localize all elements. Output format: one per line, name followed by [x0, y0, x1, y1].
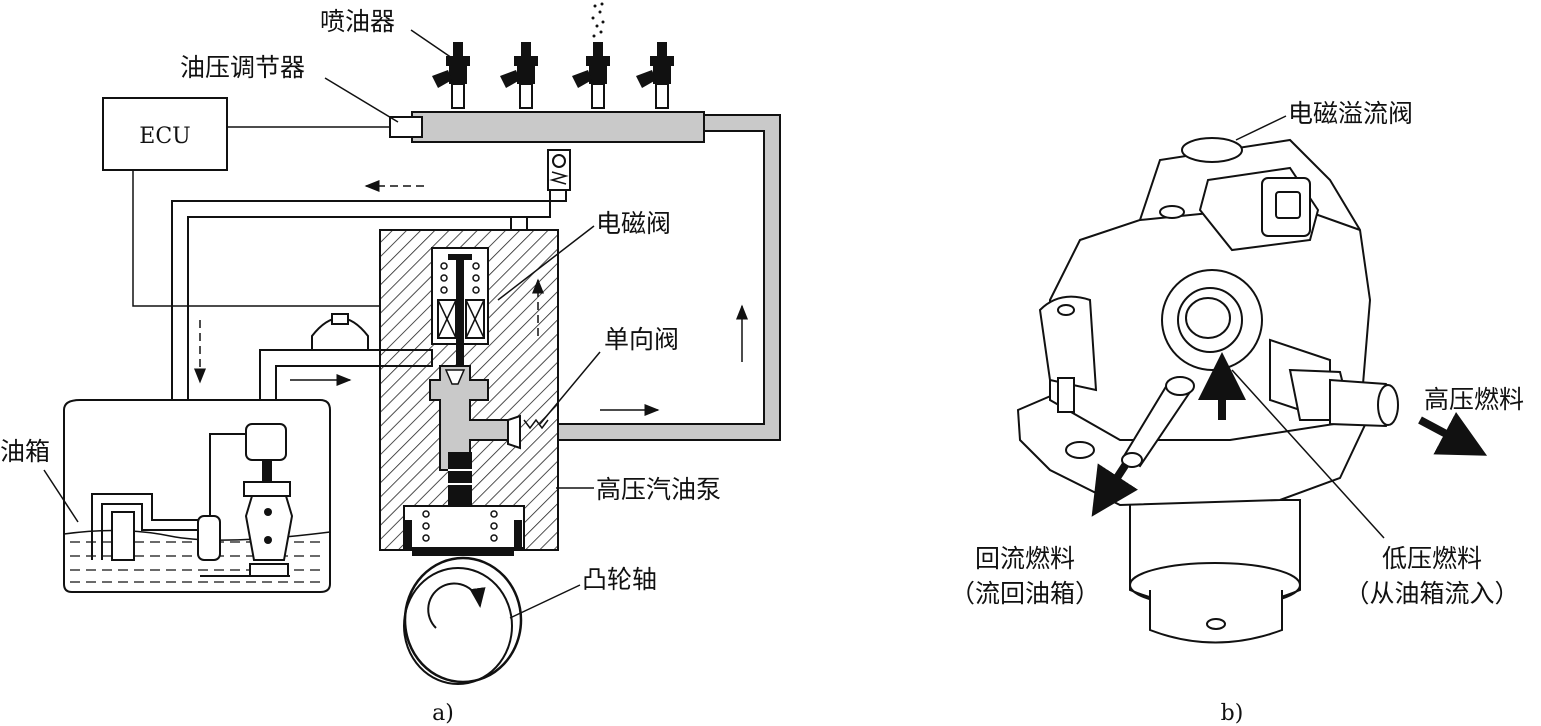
injectors [432, 2, 674, 109]
high-pressure-pump [379, 229, 559, 556]
rail-check-valve [547, 149, 571, 191]
injector-3 [572, 2, 610, 109]
solenoid-valve-label: 电磁阀 [596, 209, 671, 238]
part-a: ECU [0, 2, 781, 726]
low-pressure-fuel-label: 低压燃料 [1382, 544, 1482, 573]
pump-illustration [1016, 137, 1399, 644]
ecu-solenoid-wire [132, 170, 432, 307]
flow-arrows-b [1091, 352, 1488, 517]
injector-4 [636, 42, 674, 109]
injector-2 [500, 42, 538, 109]
ecu-label: ECU [139, 124, 190, 149]
caption-b: b) [1221, 701, 1244, 726]
low-pressure-fuel-note: （从油箱流入） [1344, 579, 1519, 608]
return-fuel-note: （流回油箱） [950, 579, 1100, 608]
spill-valve-label: 电磁溢流阀 [1288, 99, 1413, 128]
pressure-regulator-label: 油压调节器 [180, 53, 305, 82]
injector-1 [432, 42, 470, 109]
part-b: 电磁溢流阀 高压燃料 回流燃料 （流回油箱） 低压燃料 （从油箱流入） b) [950, 99, 1524, 726]
fuel-tank [63, 399, 331, 593]
check-valve-label: 单向阀 [604, 325, 679, 354]
flow-arrows [194, 180, 748, 416]
injector-label: 喷油器 [320, 7, 395, 36]
low-pressure-line [259, 349, 433, 428]
camshaft [403, 556, 523, 685]
fuel-rail [389, 111, 705, 143]
return-fuel-label: 回流燃料 [975, 544, 1075, 573]
camshaft-label: 凸轮轴 [582, 565, 657, 594]
caption-a: a) [432, 701, 454, 726]
ecu-box: ECU [102, 97, 228, 171]
high-pressure-pump-label: 高压汽油泵 [596, 475, 721, 504]
fuel-tank-label: 油箱 [0, 437, 50, 466]
pulsation-damper [311, 313, 369, 351]
high-pressure-fuel-label: 高压燃料 [1424, 385, 1524, 414]
